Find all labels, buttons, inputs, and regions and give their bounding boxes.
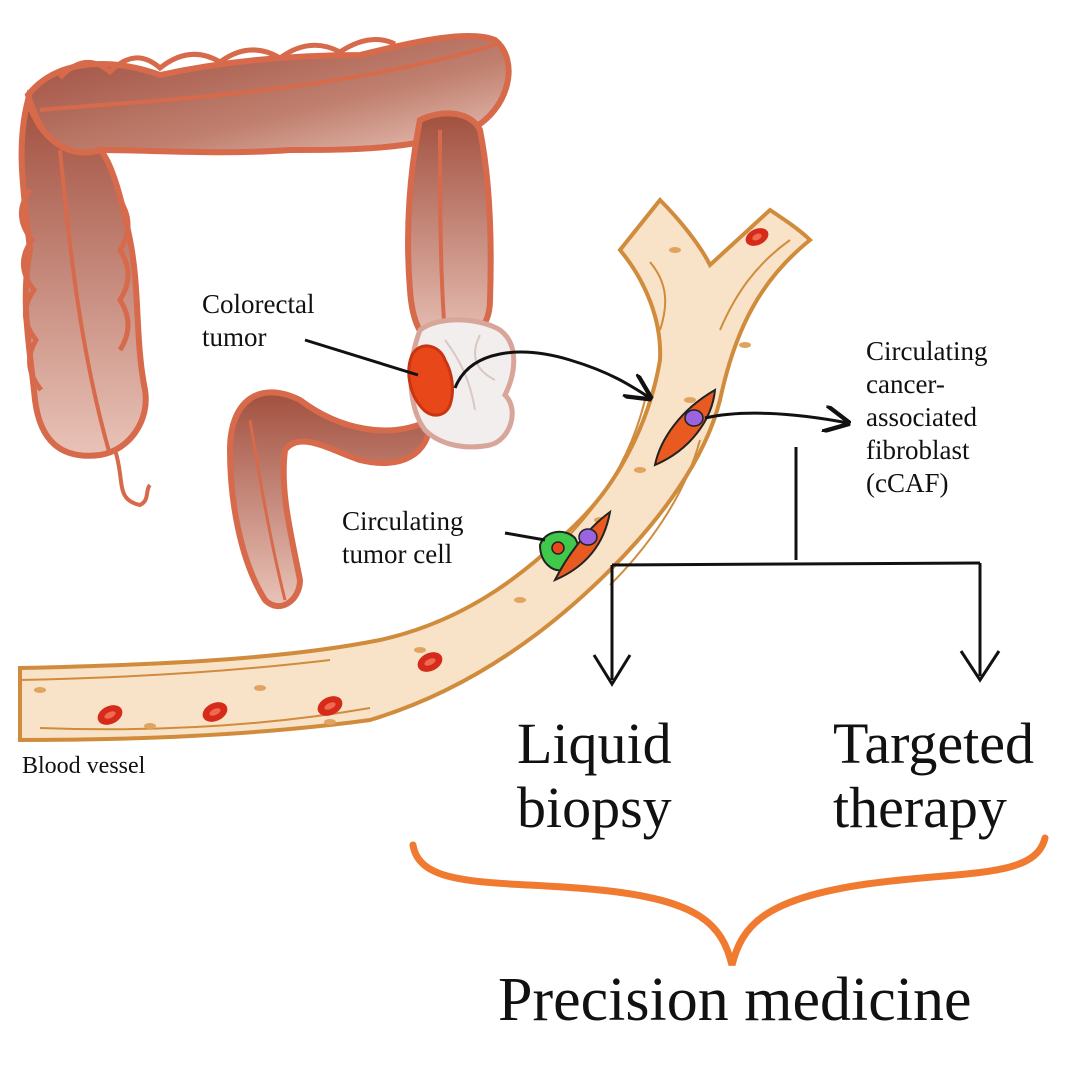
rbc-5 — [745, 228, 769, 246]
ctc-leader-line — [504, 531, 546, 542]
tumor-to-vessel-arrow — [453, 350, 650, 398]
rbc-4 — [417, 652, 443, 672]
label-liquid-biopsy: Liquid biopsy — [517, 711, 672, 840]
descending-colon — [405, 110, 494, 354]
rbc-2 — [202, 702, 228, 722]
label-blood-vessel: Blood vessel — [22, 753, 146, 779]
rbc-3 — [317, 696, 343, 716]
blood-vessel-body — [18, 197, 813, 743]
ccaf-arrow — [704, 413, 848, 423]
precision-medicine-brace — [409, 834, 1049, 966]
right-arrowhead — [959, 650, 1001, 683]
colorectal-tumor-mass — [407, 344, 454, 417]
left-arrowhead — [592, 654, 632, 687]
blood-vessel-illustration — [18, 197, 813, 743]
split-bar — [611, 561, 981, 567]
transverse-colon — [24, 33, 512, 159]
red-blood-cells — [97, 228, 769, 725]
label-precision-medicine: Precision medicine — [498, 966, 972, 1034]
tumor-leader-line — [304, 338, 419, 377]
ascending-colon — [18, 88, 149, 459]
label-ccaf: Circulating cancer- associated fibroblas… — [866, 336, 988, 498]
ctc-caf-cell — [552, 509, 612, 582]
circulating-caf-cell — [653, 388, 717, 467]
label-colorectal-tumor: Colorectal tumor — [202, 289, 315, 352]
colon-illustration — [18, 33, 517, 609]
label-circulating-tumor-cell: Circulating tumor cell — [342, 506, 464, 569]
connectors — [304, 338, 1001, 687]
label-targeted-therapy: Targeted therapy — [833, 711, 1034, 840]
sigmoid-colon — [226, 389, 434, 609]
rbc-1 — [97, 705, 123, 725]
circulating-tumor-cell-cluster — [538, 509, 612, 582]
